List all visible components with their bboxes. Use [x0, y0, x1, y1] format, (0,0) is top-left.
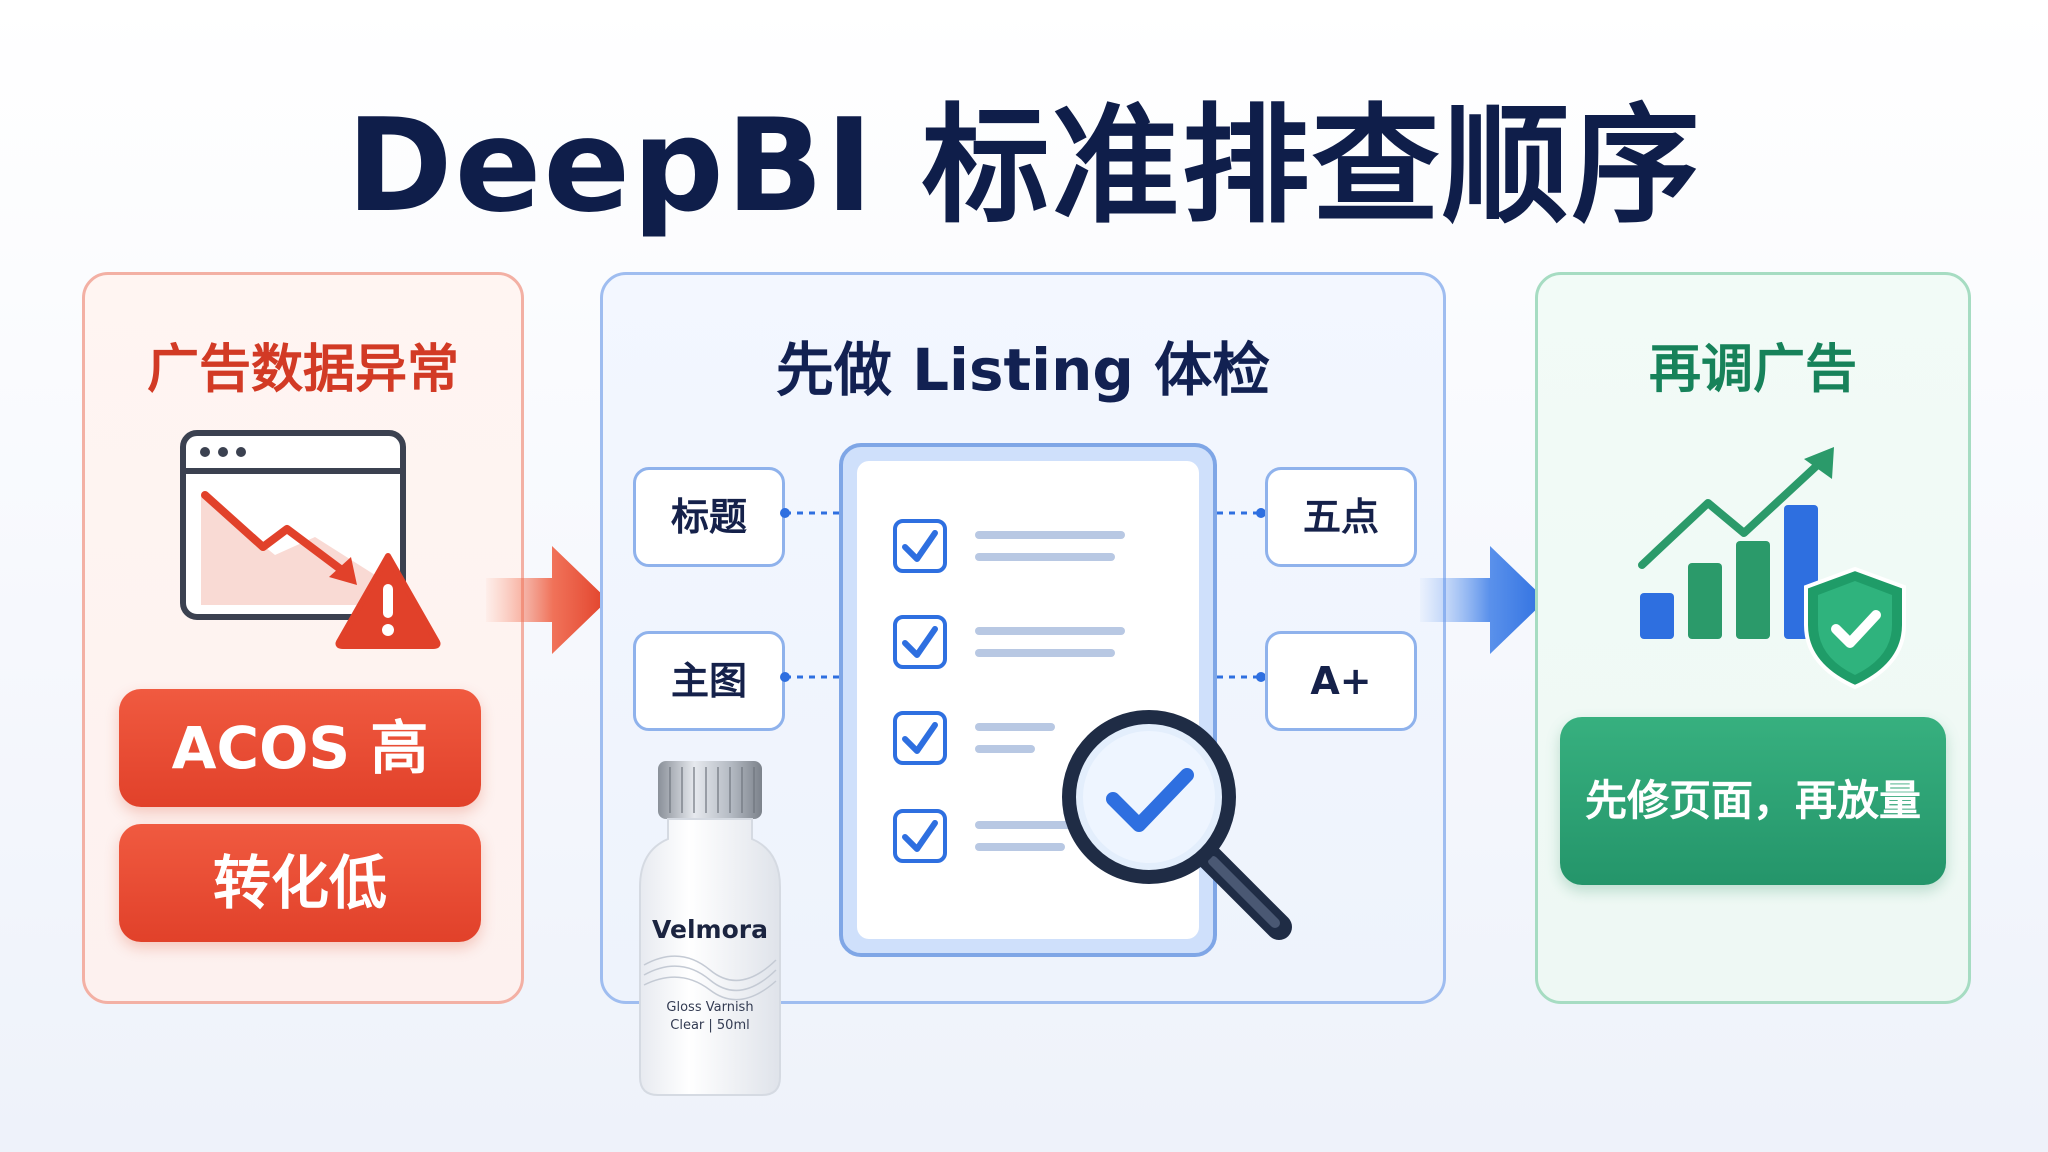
action-badge: 先修页面，再放量	[1560, 717, 1946, 885]
warning-icon	[335, 553, 441, 649]
listing-check-panel-title: 先做 Listing 体检	[775, 336, 1271, 404]
ads-adjust-panel-title: 再调广告	[1648, 340, 1857, 400]
shield-check-icon	[1804, 566, 1906, 690]
tag-a-plus: A+	[1265, 631, 1417, 731]
growth-chart-icon	[1638, 447, 1834, 639]
ads-adjust-panel: 再调广告 先修页面，再放量	[1535, 272, 1971, 1004]
browser-chart-down-icon	[180, 430, 406, 620]
magnifier-check-icon	[1062, 710, 1292, 940]
anomaly-panel: 广告数据异常 ACOS 高 转化低	[82, 272, 524, 1004]
arrow-right-icon	[1420, 546, 1546, 654]
product-bottle: Velmora Gloss Varnish Clear | 50ml	[639, 761, 781, 1096]
tag-title: 标题	[633, 467, 785, 567]
low-conversion-badge: 转化低	[119, 824, 481, 942]
product-brand: Velmora	[652, 915, 768, 944]
anomaly-panel-title: 广告数据异常	[146, 340, 459, 400]
page-title: DeepBI 标准排查顺序	[346, 92, 1702, 241]
product-spec: Clear | 50ml	[670, 1018, 749, 1033]
tag-connectors	[780, 508, 1265, 682]
arrow-right-icon	[486, 546, 608, 654]
product-name: Gloss Varnish	[666, 1000, 753, 1015]
acos-high-badge: ACOS 高	[119, 689, 481, 807]
tag-bullet-points: 五点	[1265, 467, 1417, 567]
tag-main-image: 主图	[633, 631, 785, 731]
